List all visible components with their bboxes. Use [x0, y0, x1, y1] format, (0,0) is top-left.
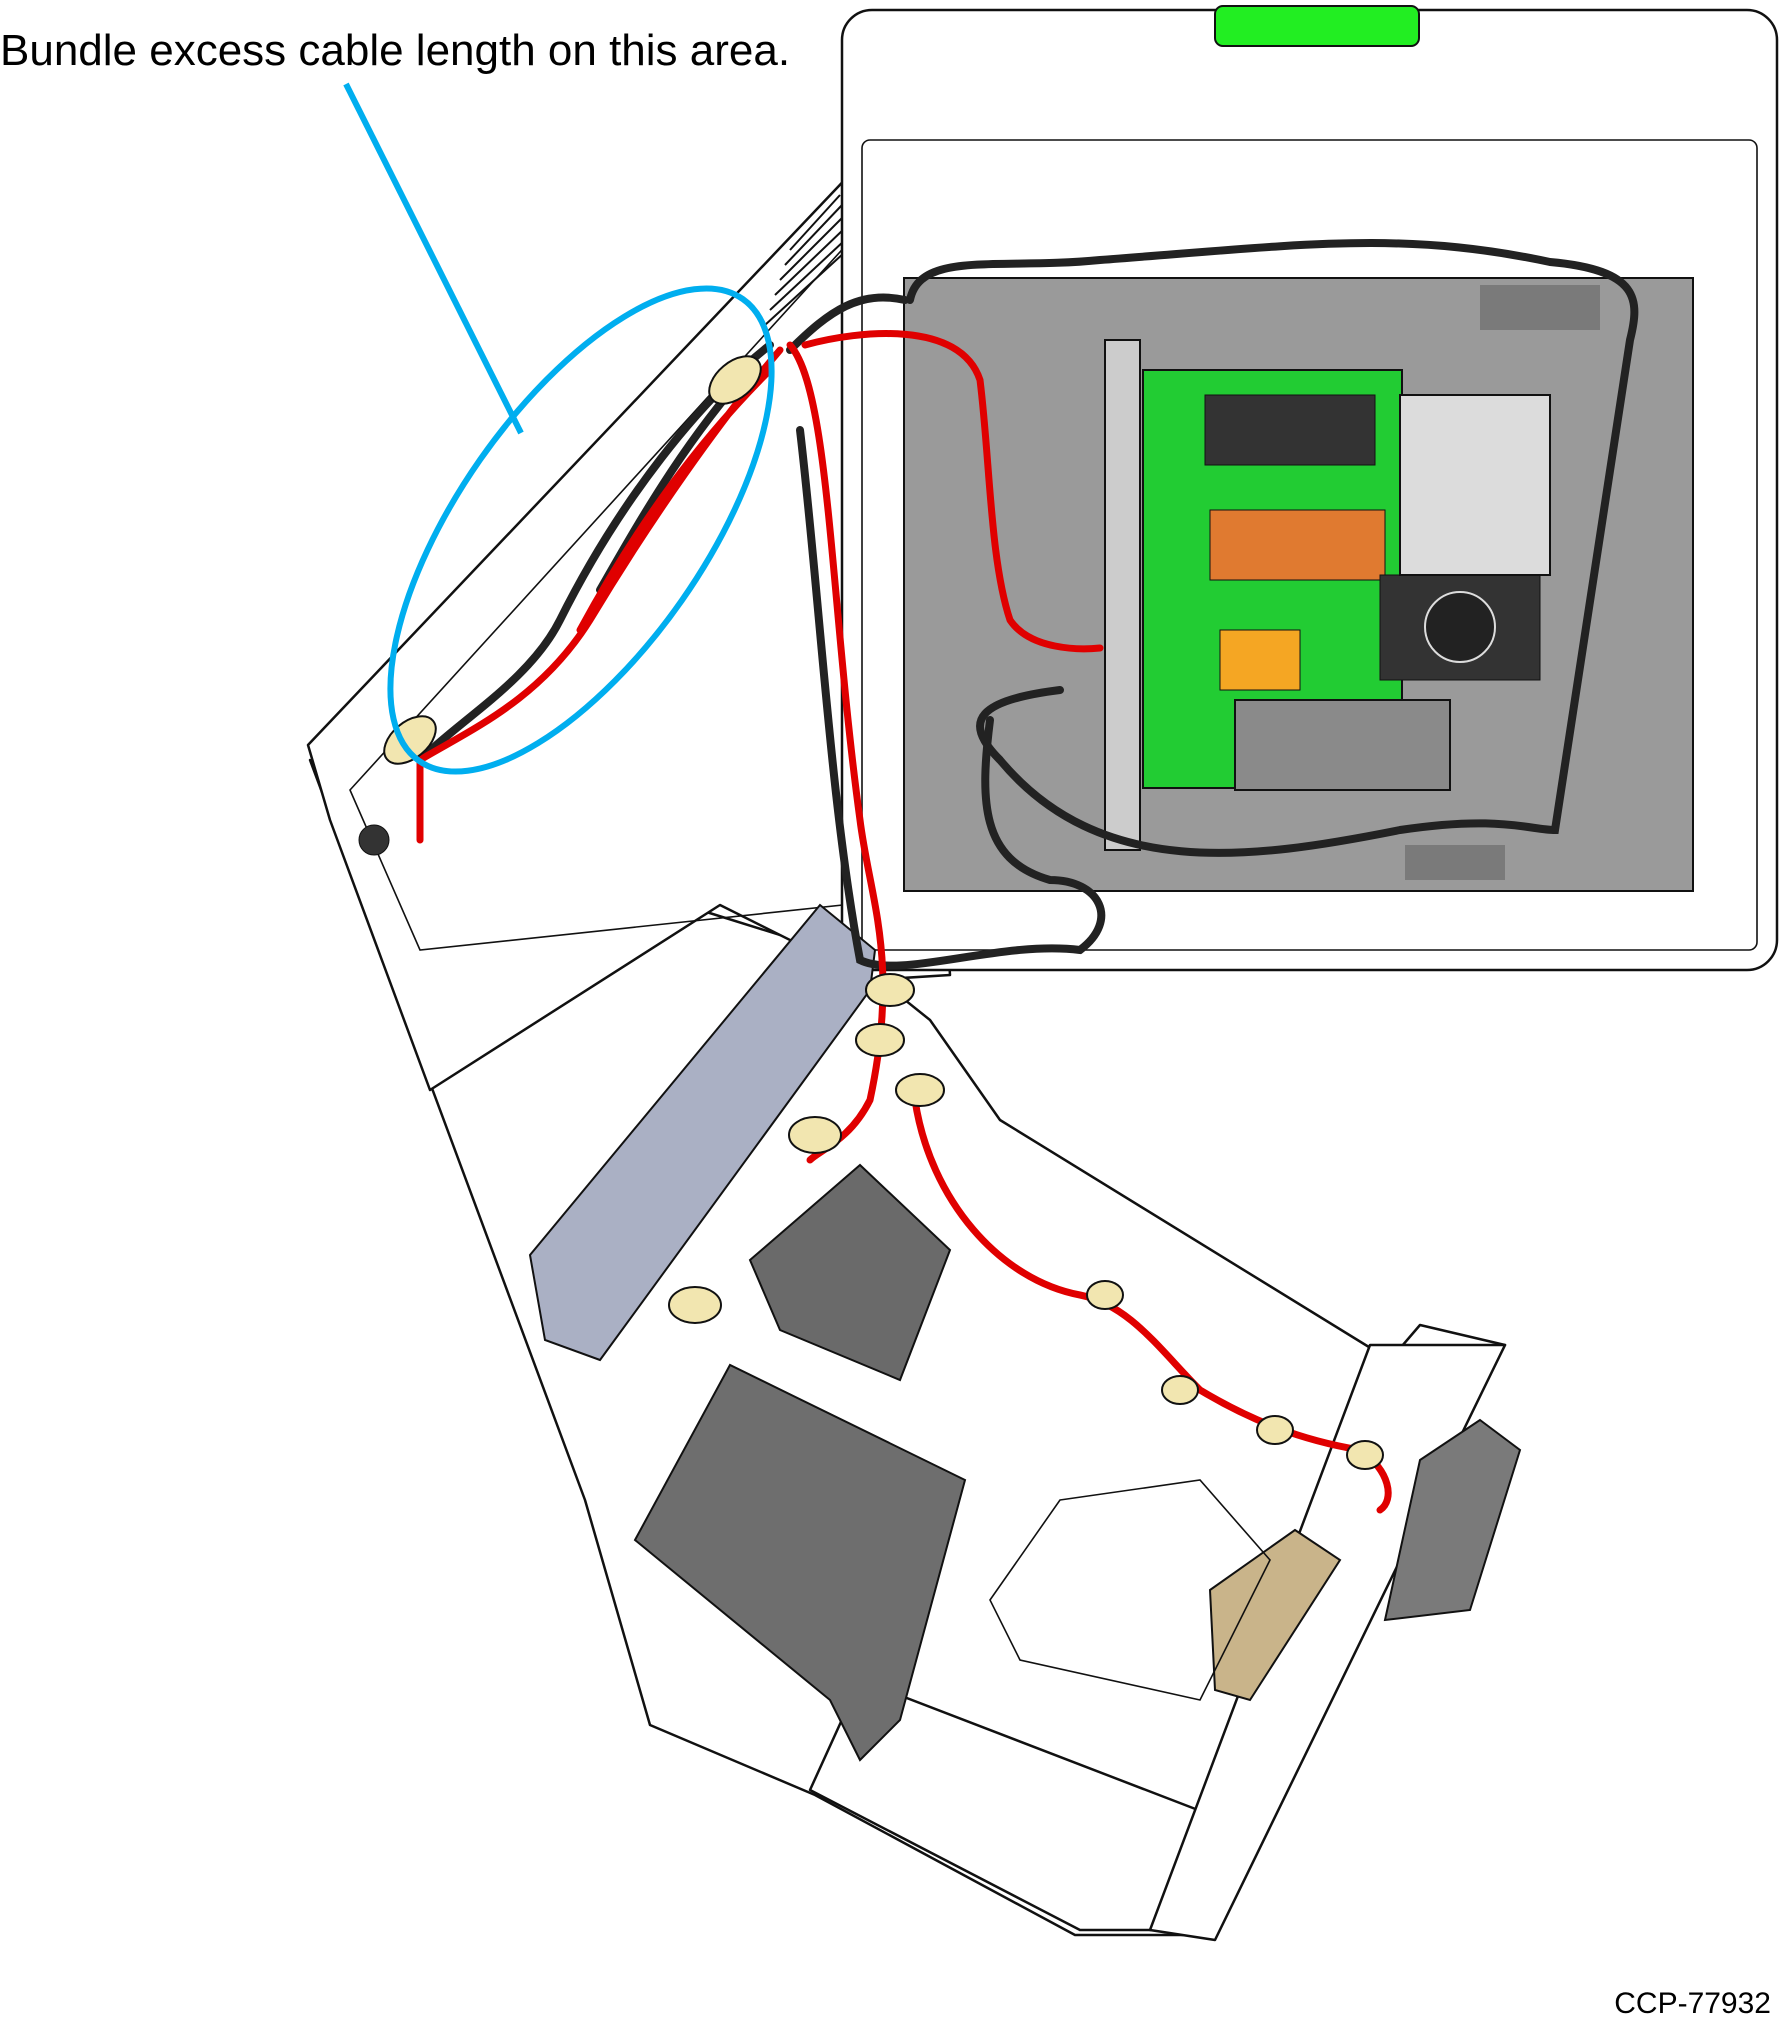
- fan-hub: [1424, 591, 1496, 663]
- memory-modules: [1204, 394, 1376, 466]
- door-knob: [358, 824, 390, 856]
- callout-highlight-ellipse: [387, 285, 775, 775]
- handle-grip: [1383, 1418, 1522, 1622]
- vent-grille-bottom: [1405, 845, 1505, 880]
- cable-ties: [383, 355, 1384, 1470]
- callout-leader-line: [343, 82, 524, 435]
- heatpipe: [1209, 509, 1386, 581]
- hard-drive: [1234, 699, 1451, 791]
- cable-black-door: [786, 293, 1106, 970]
- mount-rail: [1104, 339, 1141, 851]
- door-vents: [764, 194, 846, 326]
- scanner-window: [989, 1479, 1271, 1701]
- printer-bin: [748, 1163, 952, 1382]
- heatsink: [1219, 629, 1301, 691]
- cable-red-bundle: [416, 341, 887, 1164]
- callout-text: Bundle excess cable length on this area.: [0, 26, 791, 75]
- figure-id: CCP-77932: [1614, 1987, 1771, 2020]
- cable-black-top: [906, 239, 1639, 857]
- printer: [633, 1363, 967, 1762]
- cable-red-top: [801, 330, 1104, 653]
- vent-grille-top: [1480, 285, 1600, 330]
- power-module: [1399, 394, 1551, 576]
- top-panel-bezel: [861, 139, 1758, 951]
- handle: [1214, 5, 1420, 47]
